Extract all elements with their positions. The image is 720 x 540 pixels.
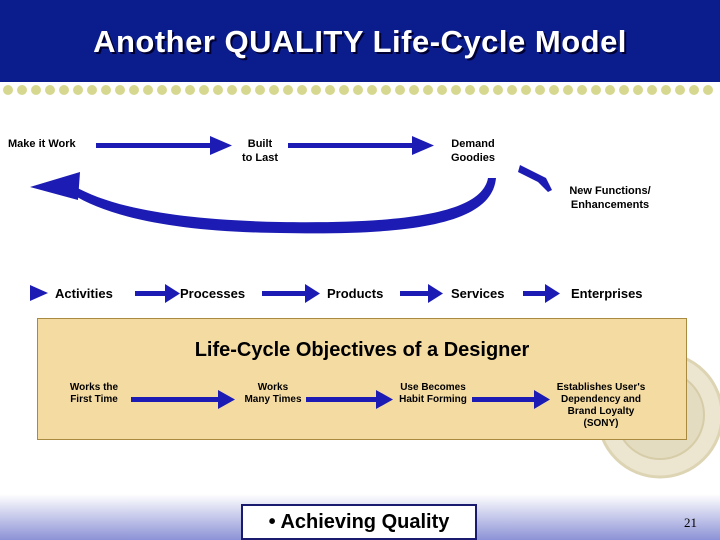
divider-dot [213, 85, 223, 95]
label-demand-goodies: Demand Goodies [436, 137, 510, 165]
top-arrow-2 [288, 136, 434, 155]
stage-line: Works the [69, 382, 119, 393]
stage-line: Works [257, 382, 289, 393]
flow-services: Services [451, 286, 505, 301]
curved-return-arrow [30, 165, 552, 234]
divider-dot [129, 85, 139, 95]
divider-dot [143, 85, 153, 95]
stage-line: Use Becomes [400, 382, 466, 393]
label-make-it-work: Make it Work [8, 138, 76, 150]
divider-dot [591, 85, 601, 95]
divider-dot [297, 85, 307, 95]
stage-works-first-time: Works the First Time [58, 382, 130, 406]
flow-processes: Processes [180, 286, 246, 301]
label-line: to Last [241, 152, 279, 164]
divider-dot [339, 85, 349, 95]
divider-dot [577, 85, 587, 95]
divider-dot [619, 85, 629, 95]
divider-dot [45, 85, 55, 95]
stage-line: First Time [70, 394, 118, 405]
divider-dot [423, 85, 433, 95]
divider-dot [115, 85, 125, 95]
divider-dot [59, 85, 69, 95]
stage-brand-loyalty: Establishes User's Dependency and Brand … [546, 382, 656, 430]
label-line: Enhancements [570, 199, 650, 211]
divider-dot [465, 85, 475, 95]
divider-dot [185, 85, 195, 95]
divider-dot [17, 85, 27, 95]
stage-line: Establishes User's [556, 382, 646, 393]
divider-dot [87, 85, 97, 95]
divider-dot [521, 85, 531, 95]
objectives-title: Life-Cycle Objectives of a Designer [194, 339, 530, 361]
flow-enterprises: Enterprises [571, 286, 643, 301]
stage-line: Habit Forming [399, 394, 467, 405]
divider-dot [661, 85, 671, 95]
divider-dot [311, 85, 321, 95]
page-number: 21 [684, 515, 697, 530]
slide-title: Another QUALITY Life-Cycle Model [93, 24, 627, 59]
label-line: Demand [451, 138, 495, 150]
divider-dot [647, 85, 657, 95]
stage-line: Dependency and [560, 394, 642, 405]
divider-dot [395, 85, 405, 95]
divider-dot [409, 85, 419, 95]
divider-dot [199, 85, 209, 95]
stage-line: (SONY) [583, 418, 619, 429]
label-new-functions: New Functions/ Enhancements [554, 184, 666, 212]
divider-dot [563, 85, 573, 95]
divider-dot [367, 85, 377, 95]
divider-dot [451, 85, 461, 95]
divider-dot [3, 85, 13, 95]
divider-dot [479, 85, 489, 95]
divider-dot [171, 85, 181, 95]
divider-dot [689, 85, 699, 95]
divider-dot [703, 85, 713, 95]
divider-dot [381, 85, 391, 95]
label-line: New Functions/ [569, 185, 651, 197]
divider-dot [101, 85, 111, 95]
divider-dot [325, 85, 335, 95]
stage-line: Brand Loyalty [567, 406, 635, 417]
header-bar [0, 0, 720, 82]
divider-dot [493, 85, 503, 95]
divider-dot [535, 85, 545, 95]
objectives-arrows [131, 390, 550, 409]
flow-products: Products [327, 286, 384, 301]
divider-dot [227, 85, 237, 95]
divider-dot [675, 85, 685, 95]
divider-dot [633, 85, 643, 95]
divider-dot [549, 85, 559, 95]
dot-divider [3, 85, 713, 95]
divider-dot [255, 85, 265, 95]
divider-dot [437, 85, 447, 95]
divider-dot [241, 85, 251, 95]
label-line: Goodies [450, 152, 495, 164]
divider-dot [605, 85, 615, 95]
divider-dot [283, 85, 293, 95]
stage-line: Many Times [244, 394, 302, 405]
divider-dot [269, 85, 279, 95]
divider-dot [353, 85, 363, 95]
label-line: Built [247, 138, 273, 150]
stage-works-many-times: Works Many Times [236, 382, 310, 406]
objectives-panel: Life-Cycle Objectives of a Designer Work… [37, 318, 687, 440]
flow-activities: Activities [55, 286, 113, 301]
achieving-quality-bullet: • Achieving Quality [241, 504, 477, 540]
label-built-to-last: Built to Last [226, 137, 294, 165]
divider-dot [31, 85, 41, 95]
flow-chain-arrows [30, 284, 560, 303]
stage-habit-forming: Use Becomes Habit Forming [390, 382, 476, 406]
top-arrow-1 [96, 136, 232, 155]
divider-dot [507, 85, 517, 95]
divider-dot [157, 85, 167, 95]
divider-dot [73, 85, 83, 95]
